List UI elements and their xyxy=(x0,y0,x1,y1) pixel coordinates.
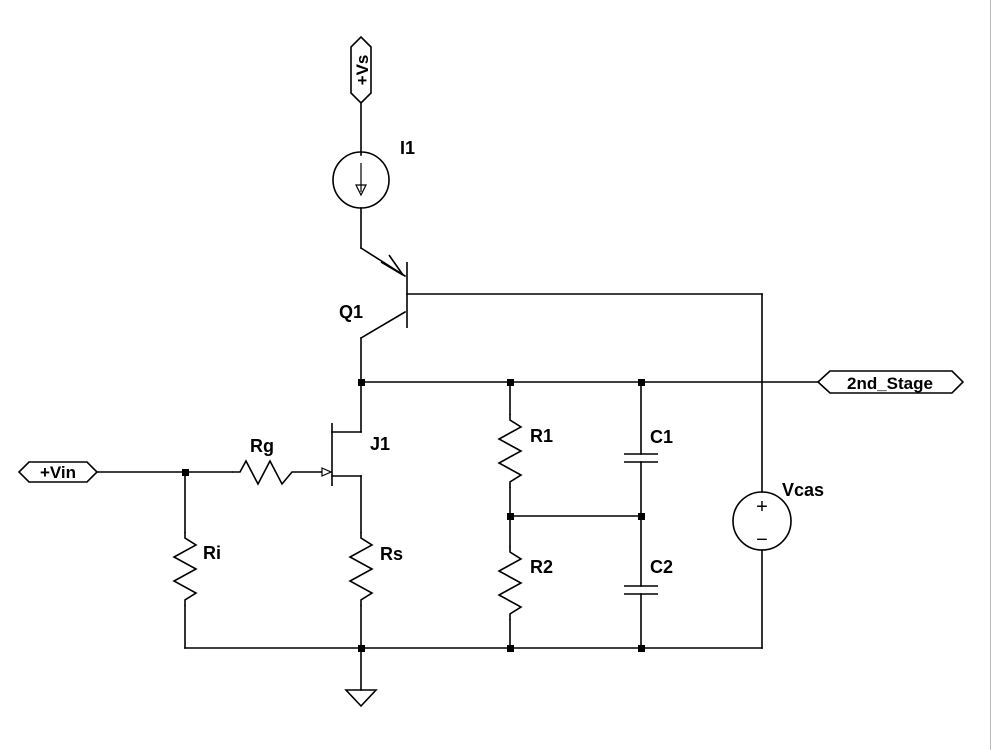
current-source-i1: I1 xyxy=(332,138,415,209)
label-c1: C1 xyxy=(650,427,673,447)
label-q1: Q1 xyxy=(339,302,363,322)
junction-dot xyxy=(358,645,365,652)
label-r2: R2 xyxy=(530,557,553,577)
junction-dot xyxy=(638,513,645,520)
label-vcas: Vcas xyxy=(782,480,824,500)
ground-icon xyxy=(344,689,378,708)
junction-dot xyxy=(507,513,514,520)
label-i1: I1 xyxy=(400,138,415,158)
plus-sign: + xyxy=(756,496,768,518)
port-2nd-stage: 2nd_Stage xyxy=(816,370,965,394)
transistor-q1: Q1 xyxy=(339,246,763,340)
port-vs: +Vs xyxy=(350,35,372,105)
capacitor-c1: C1 xyxy=(624,381,673,517)
resistor-ri: Ri xyxy=(172,532,221,606)
label-rg: Rg xyxy=(250,436,274,456)
minus-sign: − xyxy=(756,529,768,551)
label-rs: Rs xyxy=(380,544,403,564)
voltage-source-vcas: + − Vcas xyxy=(732,480,824,551)
label-ri: Ri xyxy=(203,543,221,563)
port-vs-label: +Vs xyxy=(353,55,372,86)
label-j1: J1 xyxy=(370,434,390,454)
junction-dot xyxy=(507,379,514,386)
emitter-arrow-icon xyxy=(380,254,404,276)
resistor-r1: R1 xyxy=(497,414,553,488)
junction-dot xyxy=(507,645,514,652)
canvas-border xyxy=(990,0,991,750)
resistor-r2: R2 xyxy=(497,546,553,620)
junction-dots xyxy=(182,379,645,652)
junction-dot xyxy=(638,645,645,652)
port-vin: +Vin xyxy=(17,461,99,483)
junction-dot xyxy=(182,469,189,476)
port-2nd-stage-label: 2nd_Stage xyxy=(847,374,933,393)
label-c2: C2 xyxy=(650,557,673,577)
port-vin-label: +Vin xyxy=(40,463,76,482)
label-r1: R1 xyxy=(530,426,553,446)
gate-arrow-icon xyxy=(321,467,333,477)
resistor-rs: Rs xyxy=(348,532,403,606)
jfet-j1: J1 xyxy=(321,381,390,486)
capacitor-c2: C2 xyxy=(624,515,673,649)
resistor-rg: Rg xyxy=(232,436,322,486)
junction-dot xyxy=(358,379,365,386)
junction-dot xyxy=(638,379,645,386)
